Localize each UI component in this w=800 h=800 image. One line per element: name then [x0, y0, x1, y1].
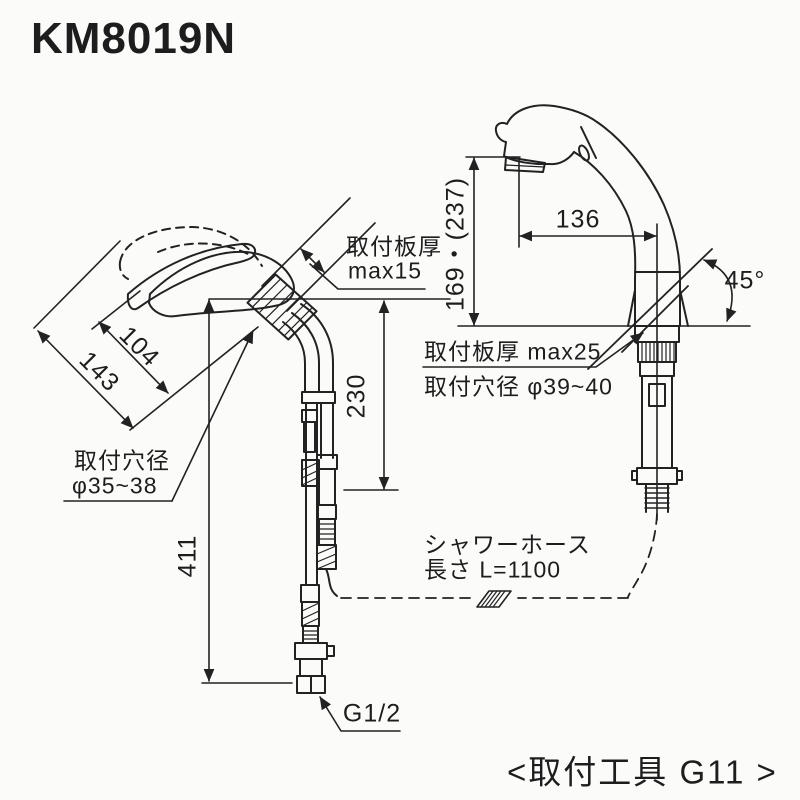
model-number: KM8019N	[31, 14, 237, 63]
shower-hose-label-line1: シャワーホース	[424, 531, 591, 558]
braid-hatch-3	[317, 546, 336, 569]
g-half-leader	[320, 697, 400, 731]
mounting-nut	[248, 275, 317, 340]
mount-hole-diameter-label-line1: 取付穴径	[74, 447, 170, 474]
mount-hole-diameter-label-line2: φ35~38	[72, 472, 158, 499]
faucet-body	[149, 252, 294, 317]
tool-note: <取付工具 G11 >	[507, 753, 778, 791]
dim-136	[519, 158, 657, 520]
g-half-connector	[295, 643, 334, 693]
shower-hose-label-line2: 長さ L=1100	[424, 556, 562, 583]
dim-411-label: 411	[173, 534, 202, 578]
angle-45-label: 45°	[724, 266, 766, 295]
mount-hole-diameter-39-40-label: 取付穴径 φ39~40	[424, 373, 613, 400]
shower-hose	[301, 304, 337, 596]
plate-thickness-max25-label: 取付板厚 max25	[424, 338, 602, 365]
braid-hatch-2	[302, 603, 319, 626]
handle-raised-dashed-outline	[120, 227, 262, 279]
dim-143	[34, 241, 258, 430]
faucet-handle	[128, 244, 255, 309]
angle-45-annotation	[588, 249, 737, 369]
mount-hole-leader	[64, 331, 253, 501]
dim-height-169-label: 169・(237)	[441, 176, 470, 312]
plate-thickness-max15-label-line1: 取付板厚	[346, 233, 442, 260]
dim-411	[202, 300, 292, 683]
plate-thickness-max15-label-line2: max15	[348, 257, 423, 284]
right-side-view	[338, 105, 750, 607]
shower-hose-dashed	[338, 514, 657, 598]
dim-230	[344, 301, 398, 490]
plate-thickness-dim	[262, 198, 425, 311]
faucet-neck	[574, 122, 680, 326]
left-side-view	[34, 198, 450, 731]
hose-break-symbol	[477, 591, 511, 607]
dim-136-label: 136	[555, 205, 601, 234]
dim-169	[466, 157, 520, 325]
plate-thickness-max25-leader	[423, 333, 643, 402]
nut-hatching	[252, 279, 312, 336]
spray-head	[496, 105, 597, 164]
thread-size-label: G1/2	[342, 699, 402, 728]
spout-outlet	[505, 157, 545, 172]
supply-hose	[283, 313, 335, 643]
dim-230-label: 230	[342, 373, 371, 419]
